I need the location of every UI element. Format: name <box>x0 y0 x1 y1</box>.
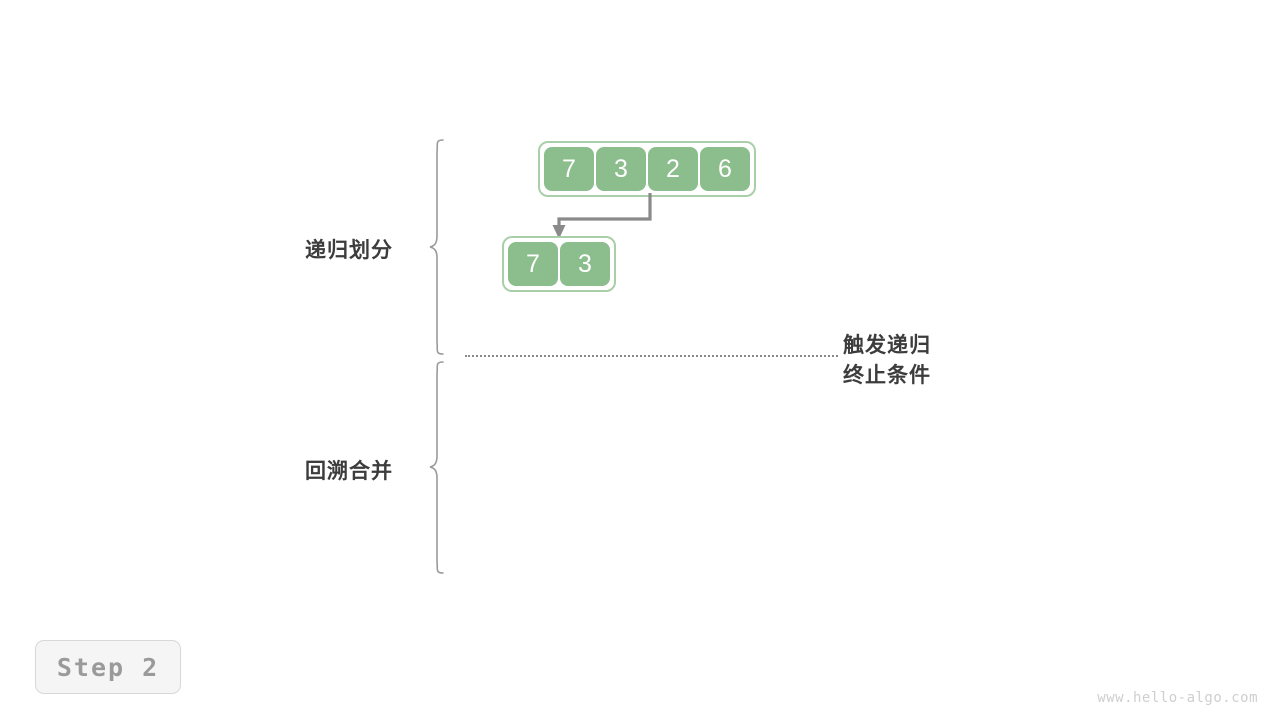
step-badge: Step 2 <box>35 640 181 694</box>
array-left: 7 3 <box>502 236 616 292</box>
brace-divide-icon <box>429 139 444 355</box>
watermark: www.hello-algo.com <box>1097 690 1258 706</box>
array-cell: 3 <box>560 242 610 286</box>
brace-merge-icon <box>429 361 444 574</box>
divide-arrow-icon <box>552 193 652 239</box>
array-top: 7 3 2 6 <box>538 141 756 197</box>
array-cell: 7 <box>544 147 594 191</box>
phase-divider-line <box>465 355 838 357</box>
annotation-line-2: 终止条件 <box>843 363 931 387</box>
section-label-merge: 回溯合并 <box>305 460 393 483</box>
array-cell: 7 <box>508 242 558 286</box>
array-cell: 6 <box>700 147 750 191</box>
annotation-line-1: 触发递归 <box>843 334 931 357</box>
annotation-termination-condition: 触发递归 终止条件 <box>843 331 931 391</box>
array-cell: 3 <box>596 147 646 191</box>
section-label-divide: 递归划分 <box>305 239 393 262</box>
array-cell: 2 <box>648 147 698 191</box>
